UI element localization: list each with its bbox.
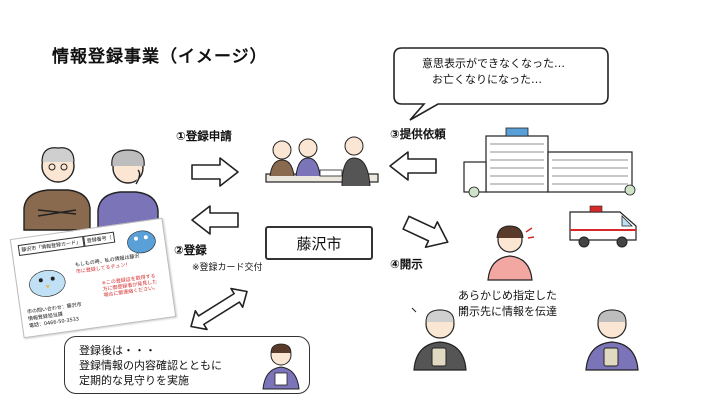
staff-icon — [411, 305, 467, 371]
card-field-number: 登録番号（ — [83, 231, 116, 247]
bird-mascot-icon — [127, 230, 156, 254]
step-2-label: ②登録 — [174, 243, 207, 257]
officer-icon — [262, 343, 300, 390]
after-line-3: 定期的な見守りを実施 — [79, 374, 189, 387]
arrow-right-application — [191, 157, 239, 187]
caregiver-icon — [585, 309, 639, 371]
step-3-label: ③提供依頼 — [390, 127, 446, 141]
arrow-down-right-disclosure — [402, 215, 449, 249]
disclosure-line-1: あらかじめ指定した — [458, 289, 557, 302]
step-2-note: ※登録カード交付 — [192, 263, 263, 273]
registration-card: 藤沢市「情報登録カード」 登録番号（ もしもの時、私の情報は藤沢 市に登録してる… — [9, 217, 177, 339]
ambulance-icon — [569, 205, 637, 248]
nurse-icon — [487, 225, 535, 281]
disclosure-line-2: 開示先に情報を伝達 — [458, 305, 557, 318]
arrow-left-request — [389, 151, 437, 181]
speech-line-1: 意思表示ができなくなった… — [422, 57, 565, 70]
step-1-label: ①登録申請 — [176, 129, 232, 143]
card-bird-illustration — [29, 269, 66, 297]
page-title: 情報登録事業（イメージ） — [52, 47, 268, 67]
arrow-bidirectional-monitoring — [190, 287, 248, 331]
phone-icon — [431, 347, 447, 367]
after-line-1: 登録後は・・・ — [79, 344, 156, 357]
elderly-couple — [23, 147, 159, 231]
step-4-label: ④開示 — [390, 257, 423, 271]
elderly-man-icon — [23, 147, 91, 231]
elderly-woman-icon — [97, 149, 159, 231]
after-text: 登録後は・・・ 登録情報の内容確認とともに 定期的な見守りを実施 — [79, 343, 222, 388]
speech-line-2: お亡くなりになった… — [432, 73, 542, 86]
card-field-title: 藤沢市「情報登録カード」 — [17, 235, 85, 257]
city-box: 藤沢市 — [265, 226, 373, 260]
speech-bubble — [393, 47, 609, 121]
consultation-icon — [265, 136, 379, 187]
hospital-icon — [463, 127, 636, 198]
arrow-left-registration — [191, 205, 239, 235]
after-registration-box: 登録後は・・・ 登録情報の内容確認とともに 定期的な見守りを実施 — [64, 336, 310, 394]
after-line-2: 登録情報の内容確認とともに — [79, 359, 222, 372]
